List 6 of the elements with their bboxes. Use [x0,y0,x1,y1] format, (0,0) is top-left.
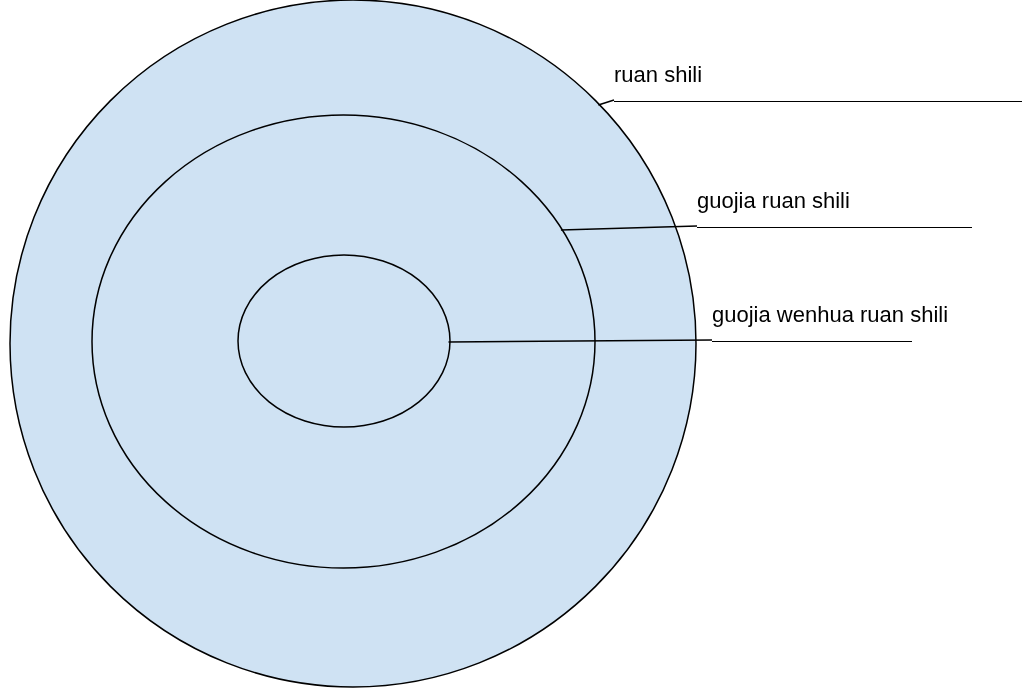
layer-label: ruan shili [614,62,703,88]
layer-label: guojia ruan shili [697,188,850,214]
leader-line [447,339,713,343]
leader-line [597,99,615,106]
layer-label: guojia wenhua ruan shili [712,302,949,328]
leader-line [560,225,698,231]
